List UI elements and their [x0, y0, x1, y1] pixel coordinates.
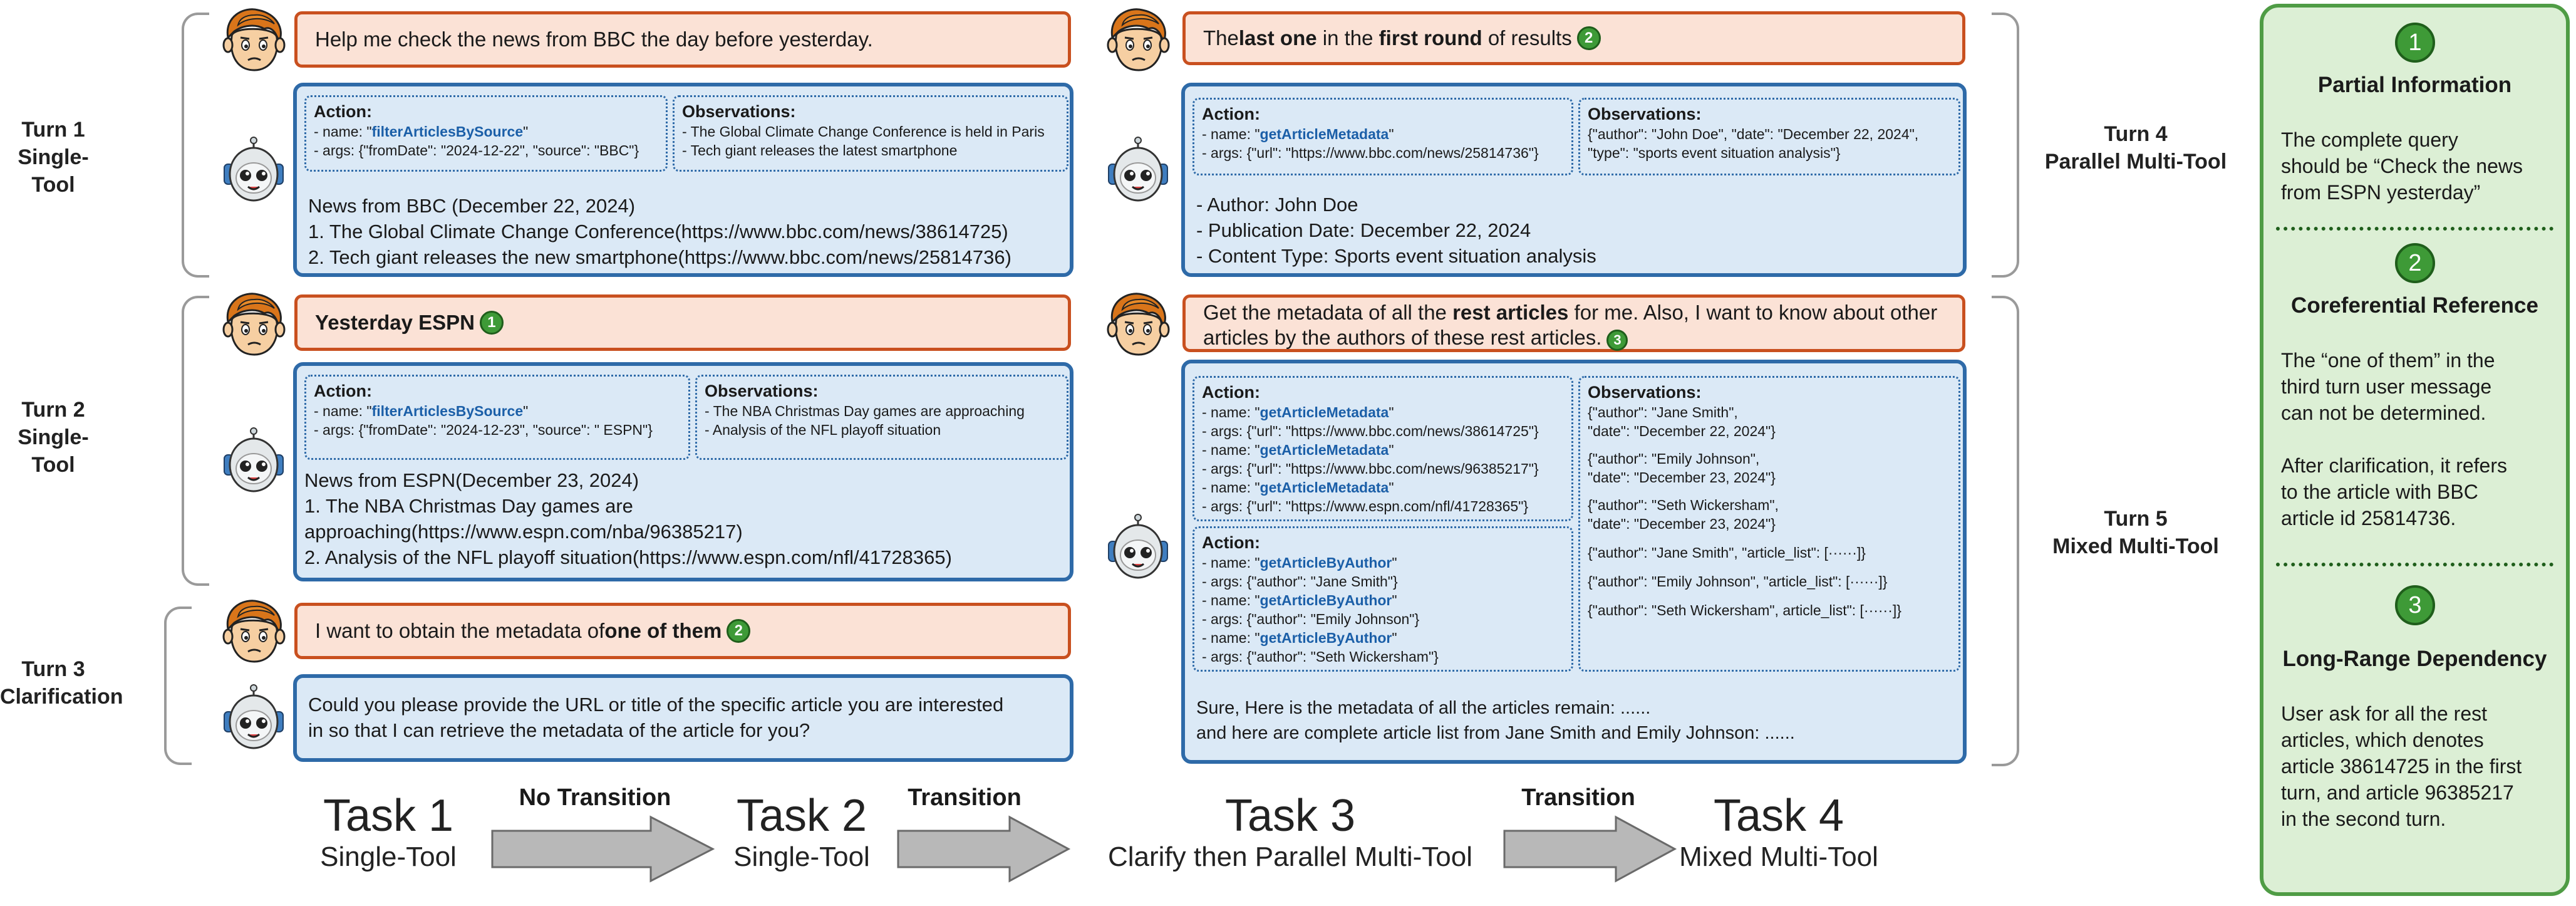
assistant-avatar-icon [219, 684, 288, 753]
turn-5-assistant-message: Action: - name: "getArticleMetadata" - a… [1181, 360, 1967, 764]
legend-title-1: Partial Information [2317, 73, 2512, 97]
transition-label-1: No Transition [519, 784, 671, 811]
turn-4-assistant-message: Action: - name: "getArticleMetadata" - a… [1181, 83, 1967, 277]
user-avatar-icon [219, 5, 288, 74]
task-2: Task 2 Single-Tool [733, 791, 870, 872]
task-1: Task 1 Single-Tool [320, 791, 457, 872]
turn-1-user-message: Help me check the news from BBC the day … [294, 11, 1071, 68]
legend-title-2: Coreferential Reference [2291, 293, 2538, 318]
assistant-avatar-icon [1104, 137, 1172, 206]
transition-arrow-3 [1503, 815, 1677, 883]
turn-2-action-box: Action: - name: "filterArticlesBySource"… [304, 375, 690, 460]
turn-1-observation-box: Observations: - The Global Climate Chang… [673, 95, 1068, 172]
turn-3-user-message: I want to obtain the metadata of one of … [294, 603, 1071, 659]
badge-1: 1 [479, 311, 504, 335]
turn-5-user-message: Get the metadata of all the rest article… [1182, 294, 1965, 352]
user-avatar-icon [1104, 5, 1172, 74]
turn-3-reply: Could you please provide the URL or titl… [308, 694, 1004, 741]
task-3: Task 3 Clarify then Parallel Multi-Tool [1108, 791, 1472, 872]
legend-divider [2276, 563, 2553, 566]
turn-5-reply: Sure, Here is the metadata of all the ar… [1196, 698, 1795, 743]
task-4: Task 4 Mixed Multi-Tool [1679, 791, 1878, 872]
legend-body-2: The “one of them” in the third turn user… [2281, 349, 2507, 529]
turn-3-bracket [164, 607, 192, 765]
turn-1-bracket [182, 13, 209, 278]
turn-4-observation-box: Observations: {"author": "John Doe", "da… [1578, 98, 1960, 175]
action-name-line: - name: "filterArticlesBySource" [314, 403, 529, 419]
user-avatar-icon [219, 596, 288, 665]
turn-5-action-box-author: Action: - name: "getArticleByAuthor" - a… [1192, 526, 1573, 672]
turn-4-user-message: The last one in the first round of resul… [1182, 11, 1965, 65]
turn-2-reply: News from ESPN(December 23, 2024) 1. The… [304, 469, 952, 568]
turn-1-reply: News from BBC (December 22, 2024) 1. The… [308, 195, 1011, 268]
turn-5-bracket [1992, 296, 2019, 766]
turn-2-observation-box: Observations: - The NBA Christmas Day ga… [695, 375, 1068, 460]
legend-panel: 1 Partial Information The complete query… [2260, 4, 2570, 896]
legend-badge-3: 3 [2395, 585, 2435, 625]
turn-2-assistant-message: Action: - name: "filterArticlesBySource"… [293, 362, 1073, 581]
action-name-line: - name: "getArticleMetadata" [1202, 126, 1394, 142]
user-avatar-icon [219, 289, 288, 358]
transition-label-2: Transition [908, 784, 1022, 811]
badge-3: 3 [1606, 330, 1628, 351]
transition-label-3: Transition [1521, 784, 1635, 811]
legend-title-3: Long-Range Dependency [2282, 647, 2547, 671]
legend-body-3: User ask for all the rest articles, whic… [2281, 702, 2522, 830]
turn-2-bracket [182, 296, 209, 586]
action-name-line: - name: "filterArticlesBySource" [314, 123, 529, 140]
assistant-avatar-icon [219, 427, 288, 496]
turn-3-assistant-message: Could you please provide the URL or titl… [293, 674, 1073, 762]
turn-5-action-box-metadata: Action: - name: "getArticleMetadata" - a… [1192, 376, 1573, 521]
transition-arrow-2 [897, 815, 1071, 883]
turn-1-assistant-message: Action: - name: "filterArticlesBySource"… [293, 83, 1073, 277]
turn-4-action-box: Action: - name: "getArticleMetadata" - a… [1192, 98, 1573, 175]
turn-4-reply: - Author: John Doe - Publication Date: D… [1196, 194, 1596, 267]
legend-badge-2: 2 [2395, 243, 2435, 283]
legend-body-1: The complete query should be “Check the … [2281, 128, 2523, 204]
turn-5-observation-box: Observations: {"author": "Jane Smith", "… [1578, 376, 1960, 672]
badge-2: 2 [727, 619, 751, 643]
assistant-avatar-icon [219, 137, 288, 206]
badge-2: 2 [1576, 26, 1601, 50]
transition-arrow-1 [491, 815, 715, 883]
user-avatar-icon [1104, 289, 1172, 358]
turn-4-bracket [1992, 13, 2019, 278]
turn-1-action-box: Action: - name: "filterArticlesBySource"… [304, 95, 668, 172]
assistant-avatar-icon [1104, 514, 1172, 583]
legend-divider [2276, 227, 2553, 231]
legend-badge-1: 1 [2395, 23, 2435, 63]
